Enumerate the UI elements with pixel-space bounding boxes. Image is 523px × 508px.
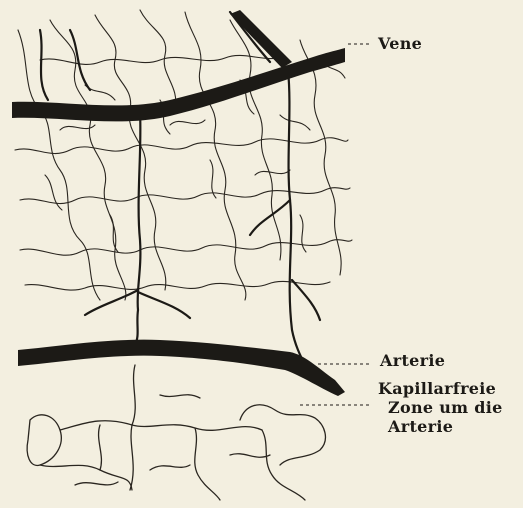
leader-lines [300, 44, 372, 405]
artery-vessel [18, 340, 345, 396]
lower-capillary-mesh [27, 365, 325, 500]
kapillarfreie-label-line2: Zone um die [388, 399, 503, 416]
vene-label: Vene [378, 35, 422, 52]
kapillarfreie-label-line3: Arterie [388, 418, 453, 435]
vein-vessel [12, 48, 345, 121]
kapillarfreie-label-line1: Kapillarfreie [378, 380, 496, 397]
vein-branch [230, 10, 292, 68]
arterie-label: Arterie [380, 352, 445, 369]
capillary-network [15, 10, 352, 300]
branch-vessels [40, 12, 320, 365]
